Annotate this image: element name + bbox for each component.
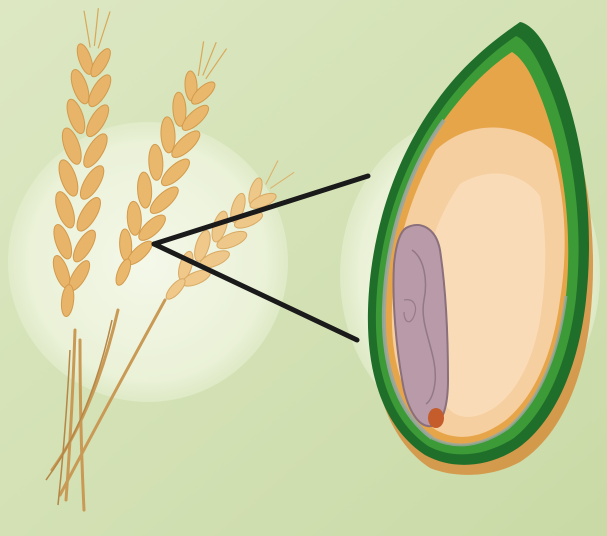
wheat-highlight-circle — [8, 122, 288, 402]
germ-tip — [428, 408, 444, 428]
